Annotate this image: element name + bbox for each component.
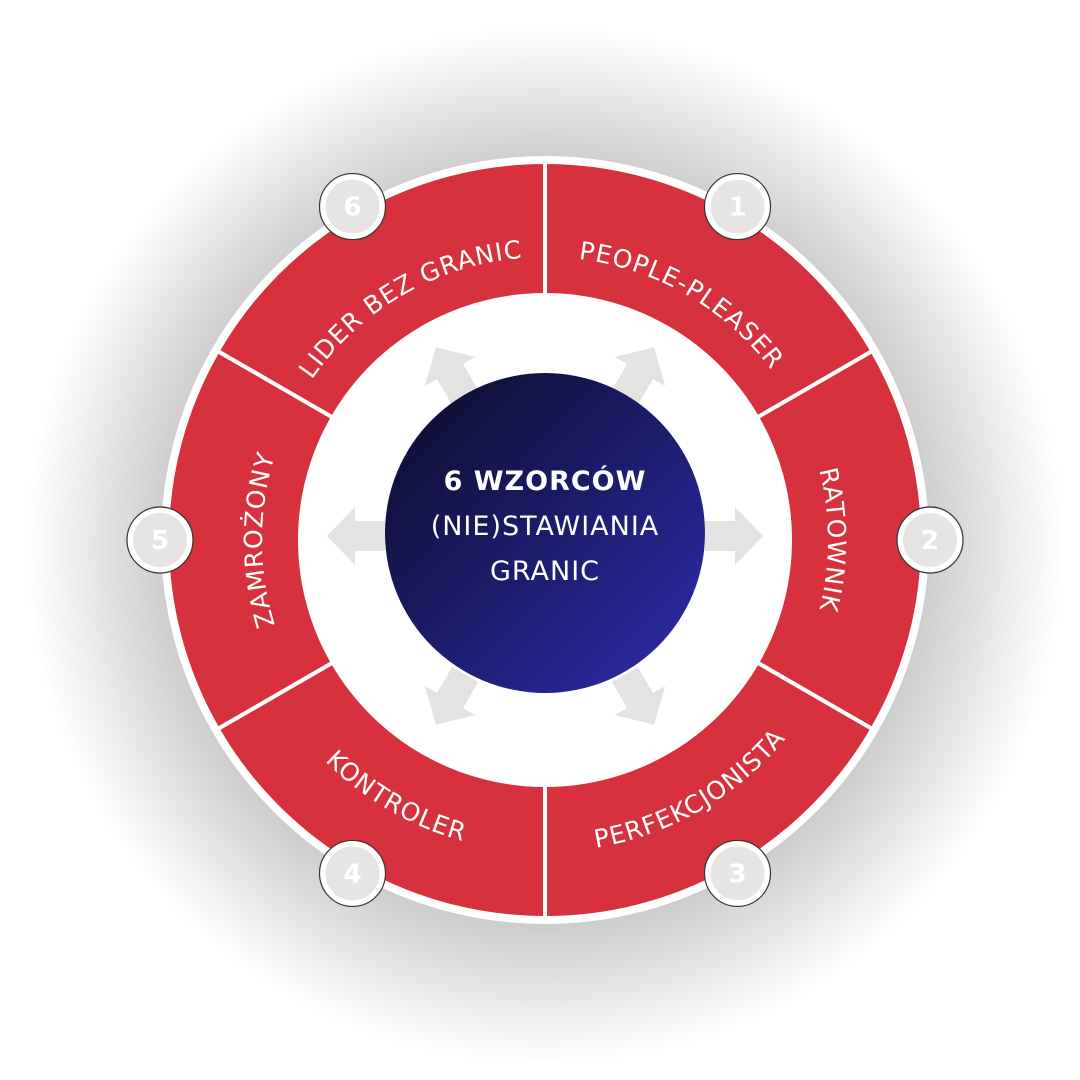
center-title-word: WZORCÓW: [463, 465, 646, 497]
arrow-icon: [424, 667, 478, 725]
number-badge-2: 2: [896, 506, 964, 574]
arrow-icon: [327, 507, 385, 565]
number-badge-6: 6: [318, 172, 387, 241]
number-badge-3: 3: [703, 839, 772, 908]
badge-number: 3: [728, 859, 746, 889]
number-badge-4: 4: [318, 839, 387, 908]
number-badge-1: 1: [703, 172, 772, 241]
badge-number: 4: [343, 859, 361, 889]
badge-number: 1: [728, 193, 746, 223]
badge-number: 6: [343, 193, 361, 223]
badge-number: 2: [921, 526, 939, 556]
center-title-line2: (NIE)STAWIANIA: [431, 511, 660, 542]
arrow-icon: [705, 507, 763, 565]
center-title-line3: GRANIC: [490, 556, 600, 587]
arrow-icon: [424, 347, 478, 405]
badge-number: 5: [151, 526, 169, 556]
number-badge-5: 5: [126, 506, 194, 574]
arrow-icon: [612, 667, 666, 725]
center-title-line1: 6 WZORCÓW: [444, 465, 647, 497]
center-circle: [385, 373, 705, 693]
center-title-number: 6: [444, 466, 464, 497]
arrow-icon: [612, 347, 666, 405]
